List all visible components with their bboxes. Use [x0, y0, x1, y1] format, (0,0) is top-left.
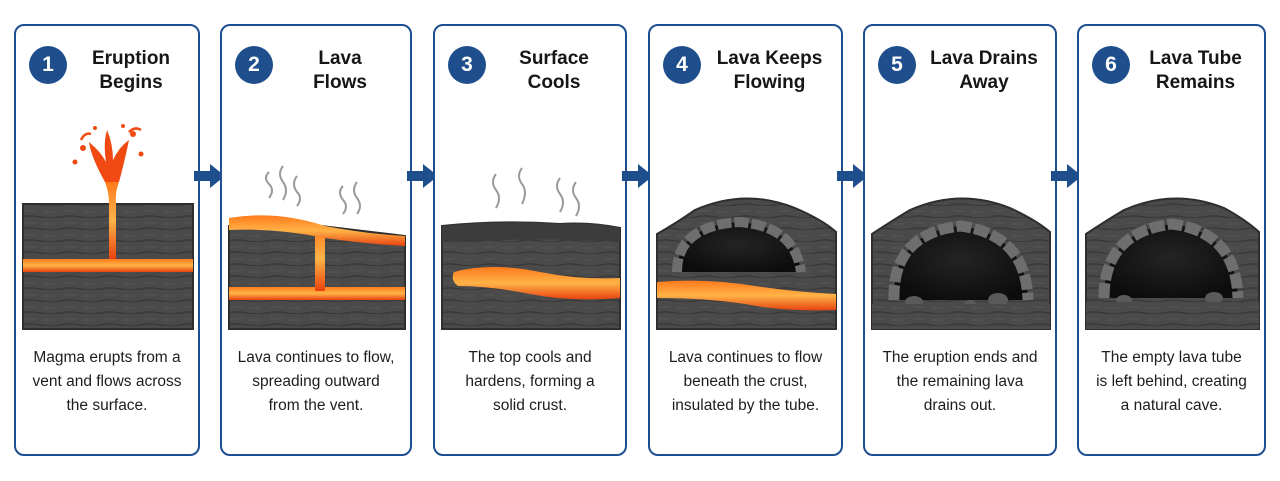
- lava-drains-away-illustration: [870, 122, 1052, 332]
- step-card-2: 2 Lava Flows Lava continues to flow, spr…: [220, 24, 412, 456]
- eruption-begins-illustration: [21, 122, 195, 332]
- step-card-1: 1 Eruption Begins Magma erupts from a ve…: [14, 24, 200, 456]
- step-number-badge: 4: [663, 46, 701, 84]
- lava-keeps-flowing-illustration: [655, 122, 838, 332]
- step-description: Magma erupts from a vent and flows acros…: [20, 346, 194, 418]
- step-number-badge: 3: [448, 46, 486, 84]
- step-description: Lava continues to flow, spreading outwar…: [226, 346, 406, 418]
- step-description: The eruption ends and the remaining lava…: [869, 346, 1051, 418]
- step-description: The empty lava tube is left behind, crea…: [1083, 346, 1260, 418]
- step-title: Lava Keeps Flowing: [702, 47, 837, 95]
- step-card-3: 3 Surface Cools The top cools and harden…: [433, 24, 627, 456]
- step-description: The top cools and hardens, forming a sol…: [439, 346, 621, 418]
- step-number-badge: 5: [878, 46, 916, 84]
- lava-tube-remains-illustration: [1084, 122, 1261, 332]
- step-card-6: 6 Lava Tube Remains The empty lava tube …: [1077, 24, 1266, 456]
- lava-flows-illustration: [227, 122, 407, 332]
- surface-cools-illustration: [440, 122, 622, 332]
- step-title: Lava Tube Remains: [1131, 47, 1260, 95]
- step-title: Eruption Begins: [68, 47, 194, 95]
- step-number-badge: 1: [29, 46, 67, 84]
- step-title: Lava Drains Away: [917, 47, 1051, 95]
- step-card-4: 4 Lava Keeps Flowing Lava continues to f…: [648, 24, 843, 456]
- step-card-5: 5 Lava Drains Away The eruption ends and…: [863, 24, 1057, 456]
- step-number-badge: 2: [235, 46, 273, 84]
- step-title: Lava Flows: [274, 47, 406, 95]
- step-description: Lava continues to flow beneath the crust…: [654, 346, 837, 418]
- step-title: Surface Cools: [487, 47, 621, 95]
- step-number-badge: 6: [1092, 46, 1130, 84]
